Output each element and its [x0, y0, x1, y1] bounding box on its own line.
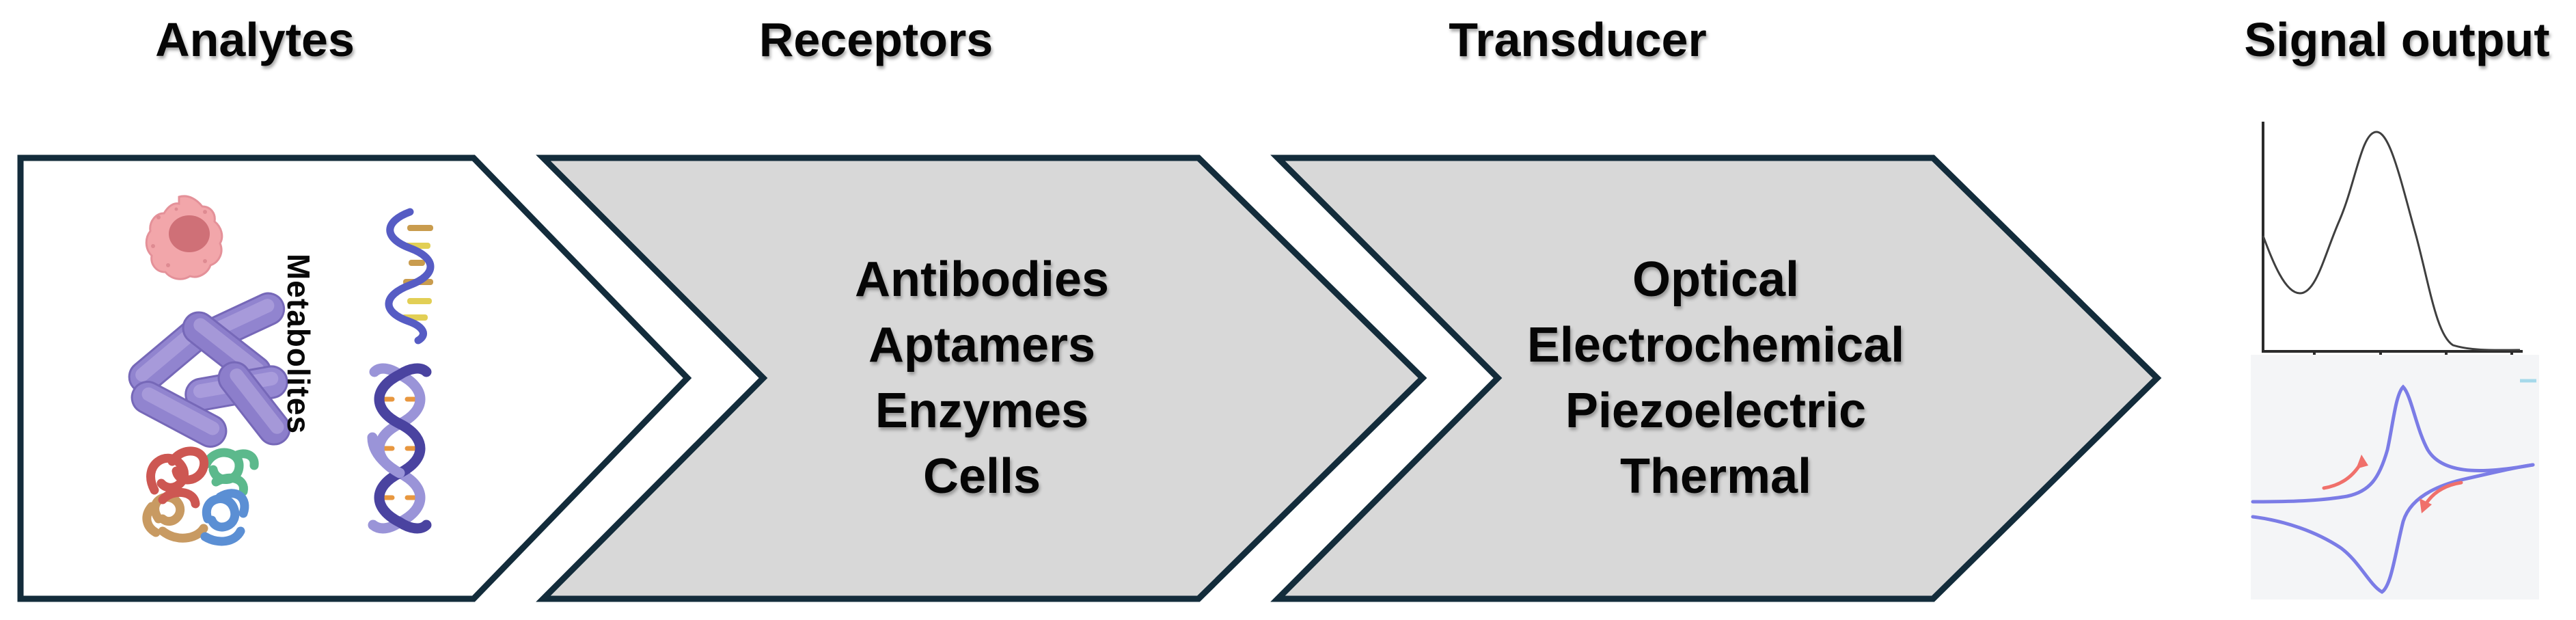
transducer-chevron-shape [1270, 154, 2162, 602]
receptor-item: Antibodies [855, 252, 1109, 307]
transducer-label-list: Optical Electrochemical Piezoelectric Th… [1527, 247, 1904, 509]
scan-direction-arrows [2322, 455, 2463, 513]
voltammogram-plot [2251, 355, 2539, 599]
dna-double-helix-icon [367, 363, 432, 534]
signal-output-title: Signal output [2244, 13, 2550, 66]
metabolites-label: Metabolites [281, 253, 316, 435]
cell-icon [145, 195, 223, 280]
bacteria-icon [128, 292, 291, 448]
analytes-title: Analytes [155, 13, 355, 66]
analytes-chevron-shape [17, 154, 692, 602]
spectrum-peak-plot [2262, 122, 2523, 360]
transducer-item: Thermal [1619, 449, 1812, 504]
receptor-item: Cells [922, 449, 1041, 504]
protein-icon [142, 446, 259, 546]
receptor-item: Enzymes [875, 383, 1089, 438]
receptors-title: Receptors [758, 13, 994, 66]
receptors-chevron-shape [536, 154, 1427, 602]
transducer-item: Piezoelectric [1565, 383, 1867, 438]
transducer-item: Electrochemical [1526, 318, 1905, 373]
receptor-item: Aptamers [868, 318, 1096, 373]
ssdna-icon [385, 208, 435, 345]
transducer-title: Transducer [1449, 13, 1707, 66]
receptors-label-list: Antibodies Aptamers Enzymes Cells [855, 247, 1109, 509]
transducer-item: Optical [1632, 252, 1800, 307]
